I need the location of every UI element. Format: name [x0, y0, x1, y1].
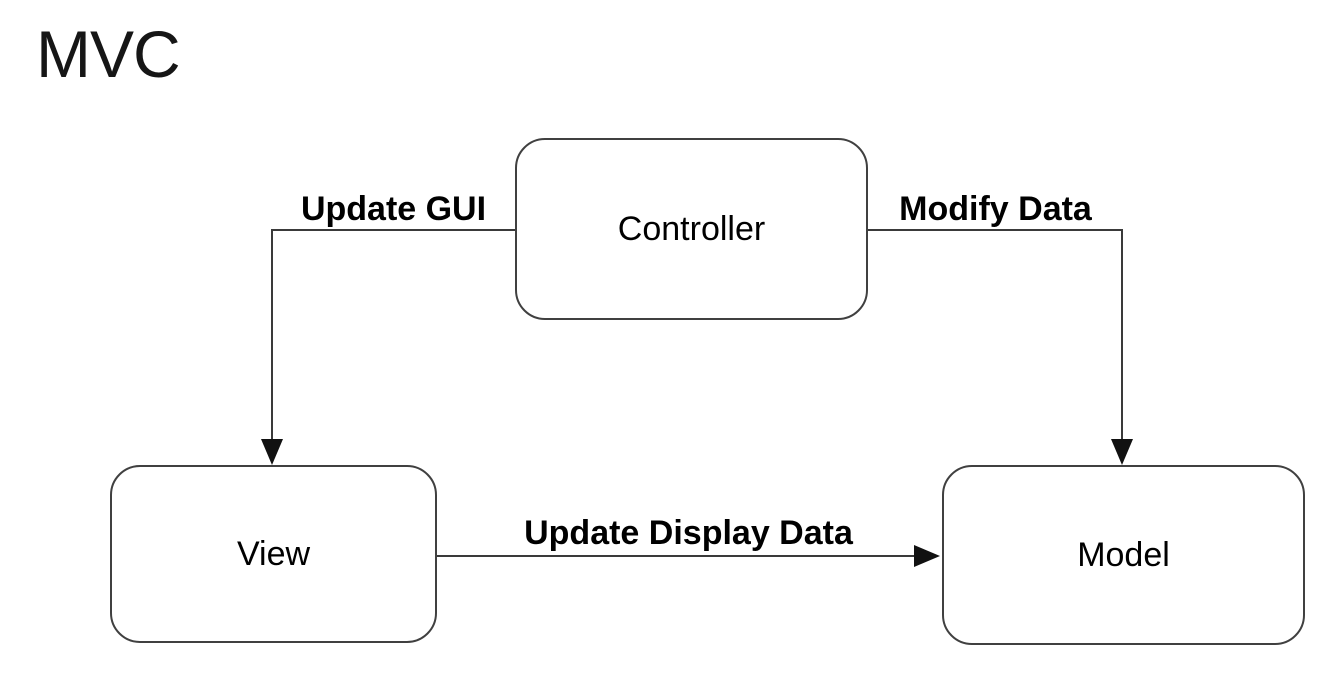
edge-update-gui-horizontal-line [272, 229, 515, 231]
arrowhead-down-icon [1111, 439, 1133, 465]
node-view-label: View [236, 534, 311, 573]
edge-update-display-data-label: Update Display Data [524, 514, 853, 552]
node-model: Model [942, 465, 1305, 645]
edge-update-gui-label: Update GUI [300, 190, 487, 228]
node-view: View [110, 465, 437, 643]
arrowhead-right-icon [914, 545, 940, 567]
edge-modify-data-label: Modify Data [899, 190, 1092, 228]
edge-update-gui-vertical-line [271, 229, 273, 445]
edge-update-display-data-line [437, 555, 920, 557]
edge-modify-data-vertical-line [1121, 229, 1123, 445]
arrowhead-down-icon [261, 439, 283, 465]
node-model-label: Model [1077, 535, 1170, 574]
diagram-title: MVC [36, 17, 181, 91]
edge-modify-data-horizontal-line [868, 229, 1123, 231]
node-controller: Controller [515, 138, 868, 320]
node-controller-label: Controller [617, 209, 766, 248]
